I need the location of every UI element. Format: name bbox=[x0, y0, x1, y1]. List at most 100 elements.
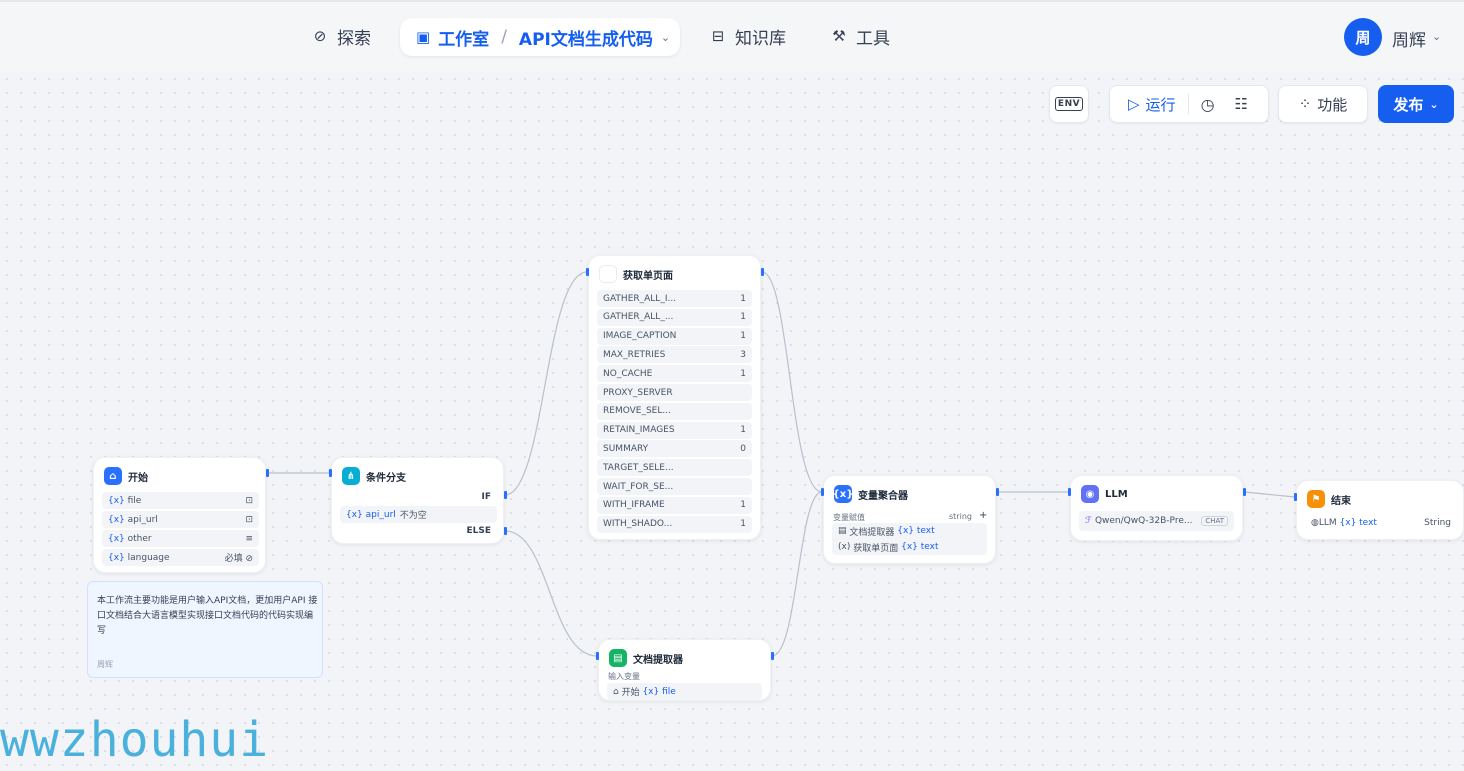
node-branch-input-handle[interactable] bbox=[329, 469, 332, 477]
node-end[interactable]: ⚑ 结束 ◍ LLM {x} text String bbox=[1296, 480, 1464, 540]
branch-icon: ⋔ bbox=[342, 467, 360, 485]
nav-studio-breadcrumb[interactable]: ▣ 工作室 / API文档生成代码 ⌄ bbox=[400, 18, 680, 56]
node-branch-else-handle[interactable] bbox=[504, 527, 507, 535]
start-var-row: {x} api_url ⊡ bbox=[102, 511, 259, 528]
document-icon: ▤ bbox=[838, 526, 850, 536]
fetch-param-name: PROXY_SERVER bbox=[603, 387, 673, 398]
variable-icon: {x} bbox=[108, 552, 128, 563]
node-doc-extractor[interactable]: ▤ 文档提取器 输入变量 ⌂ 开始 {x} file bbox=[598, 639, 771, 701]
play-icon[interactable]: ▷ bbox=[1128, 95, 1140, 113]
branch-else-label: ELSE bbox=[466, 526, 491, 536]
node-llm-input-handle[interactable] bbox=[1068, 488, 1071, 496]
fetch-param-name: GATHER_ALL_... bbox=[603, 312, 674, 323]
app-name[interactable]: API文档生成代码 bbox=[518, 29, 653, 50]
node-llm[interactable]: ◉ LLM ℱ Qwen/QwQ-32B-Pre... CHAT bbox=[1070, 475, 1243, 541]
variable-icon: {x} bbox=[1336, 517, 1360, 528]
aggregator-item: ▤ 文档提取器 {x} text bbox=[832, 523, 987, 539]
fetch-param-name: SUMMARY bbox=[603, 443, 649, 454]
nav-knowledge[interactable]: ⊟ 知识库 bbox=[709, 22, 786, 50]
node-fetch-input-handle[interactable] bbox=[586, 268, 589, 276]
node-extractor-title: 文档提取器 bbox=[633, 654, 683, 666]
node-fetch-output-handle[interactable] bbox=[761, 268, 764, 276]
node-branch-if-handle[interactable] bbox=[504, 491, 507, 499]
fetch-param-value: 1 bbox=[740, 312, 746, 323]
robot-icon: ▣ bbox=[416, 28, 431, 46]
fetch-param-value: 1 bbox=[740, 425, 746, 436]
run-button[interactable]: 运行 bbox=[1145, 95, 1176, 114]
fetch-param-value: 3 bbox=[740, 349, 746, 360]
extractor-input-row: ⌂ 开始 {x} file bbox=[607, 683, 762, 700]
node-extractor-output-handle[interactable] bbox=[771, 652, 774, 660]
start-var-row: {x} language 必填 ⊘ bbox=[102, 549, 259, 566]
variable-icon: {x} bbox=[898, 542, 921, 552]
nav-tools[interactable]: ⚒ 工具 bbox=[830, 22, 890, 50]
fetch-param-name: MAX_RETRIES bbox=[603, 349, 666, 360]
fetch-param-value: 1 bbox=[740, 368, 746, 379]
nav-explore[interactable]: ⊘ 探索 bbox=[311, 22, 371, 50]
condition-var: api_url bbox=[365, 509, 396, 520]
breadcrumb-separator: / bbox=[501, 27, 507, 47]
aggregator-add-button[interactable]: + bbox=[979, 510, 988, 521]
publish-button[interactable]: 发布 ⌄ bbox=[1378, 85, 1454, 123]
node-end-input-handle[interactable] bbox=[1294, 493, 1297, 501]
start-var-name: language bbox=[127, 552, 170, 563]
chevron-down-icon[interactable]: ⌄ bbox=[660, 30, 671, 44]
avatar[interactable]: 周 bbox=[1344, 18, 1382, 56]
extractor-input-var: file bbox=[662, 686, 676, 697]
node-branch-header: ⋔ 条件分支 bbox=[342, 466, 406, 486]
fetch-param-name: WITH_SHADO... bbox=[603, 519, 673, 530]
user-name[interactable]: 周辉 bbox=[1392, 31, 1426, 51]
end-output-type: String bbox=[1424, 517, 1451, 528]
fetch-param-row: TARGET_SELE... bbox=[597, 459, 752, 477]
aggregator-type: string bbox=[949, 512, 972, 521]
node-aggregator-output-handle[interactable] bbox=[996, 488, 999, 496]
features-label: 功能 bbox=[1317, 95, 1348, 114]
node-extractor-input-handle[interactable] bbox=[596, 652, 599, 660]
aggregator-items bbox=[832, 523, 987, 555]
aggregator-item-source: 文档提取器 bbox=[849, 527, 895, 538]
checklist-icon[interactable]: ☷ bbox=[1234, 95, 1248, 113]
fetch-param-value: 1 bbox=[740, 500, 746, 511]
llm-icon: ◍ bbox=[1311, 517, 1319, 528]
start-var-tag: ≡ bbox=[245, 533, 253, 544]
canvas-note[interactable]: 本工作流主要功能是用户输入API文档，更加用户API 接口文档结合大语言模型实现… bbox=[87, 581, 323, 678]
node-llm-output-handle[interactable] bbox=[1243, 488, 1246, 496]
aggregator-assign-label: 变量赋值 bbox=[833, 513, 865, 522]
user-chevron-down-icon[interactable]: ⌄ bbox=[1432, 30, 1442, 43]
node-aggregator-input-handle[interactable] bbox=[821, 488, 824, 496]
home-icon: ⌂ bbox=[613, 686, 622, 697]
variable-icon: {x} bbox=[639, 686, 663, 697]
model-icon: ℱ bbox=[1085, 516, 1095, 526]
fetch-param-row: REMOVE_SEL... bbox=[597, 402, 752, 420]
variable-icon: {x} bbox=[833, 485, 853, 503]
toolbar-divider bbox=[1187, 94, 1189, 114]
node-branch[interactable]: ⋔ 条件分支 IF {x} api_url 不为空 ELSE bbox=[331, 457, 504, 544]
history-icon[interactable]: ◷ bbox=[1200, 94, 1215, 114]
node-aggregator-title: 变量聚合器 bbox=[858, 490, 908, 502]
node-variable-aggregator[interactable]: {x} 变量聚合器 变量赋值 string + ▤ 文档提取器 {x} text… bbox=[823, 475, 996, 564]
env-button[interactable]: ENV bbox=[1049, 85, 1089, 123]
node-fetch-header: 获取单页面 bbox=[599, 264, 673, 284]
start-var-row: {x} other ≡ bbox=[102, 530, 259, 547]
note-text[interactable]: 本工作流主要功能是用户输入API文档，更加用户API 接口文档结合大语言模型实现… bbox=[97, 596, 318, 636]
node-aggregator-header: {x} 变量聚合器 bbox=[833, 484, 908, 504]
node-start-output-handle[interactable] bbox=[266, 469, 269, 477]
nav-explore-label: 探索 bbox=[337, 28, 371, 49]
features-button[interactable]: ⁘ 功能 bbox=[1278, 85, 1368, 123]
book-icon: ⊟ bbox=[711, 27, 725, 45]
aggregator-item: (x) 获取单页面 {x} text bbox=[832, 539, 987, 555]
node-start[interactable]: ⌂ 开始 {x} file ⊡ {x} api_url ⊡ {x} other … bbox=[93, 457, 266, 573]
fetch-param-row: PROXY_SERVER bbox=[597, 384, 752, 401]
end-output-row: ◍ LLM {x} text String bbox=[1305, 514, 1457, 531]
variable-icon: {x} bbox=[346, 509, 366, 520]
note-author: 周辉 bbox=[97, 660, 113, 669]
variable-icon: {x} bbox=[108, 514, 128, 525]
end-output-source: LLM bbox=[1318, 517, 1337, 528]
nav-studio-label[interactable]: 工作室 bbox=[438, 29, 490, 50]
variable-icon: {x} bbox=[894, 526, 917, 536]
node-branch-title: 条件分支 bbox=[366, 472, 406, 484]
